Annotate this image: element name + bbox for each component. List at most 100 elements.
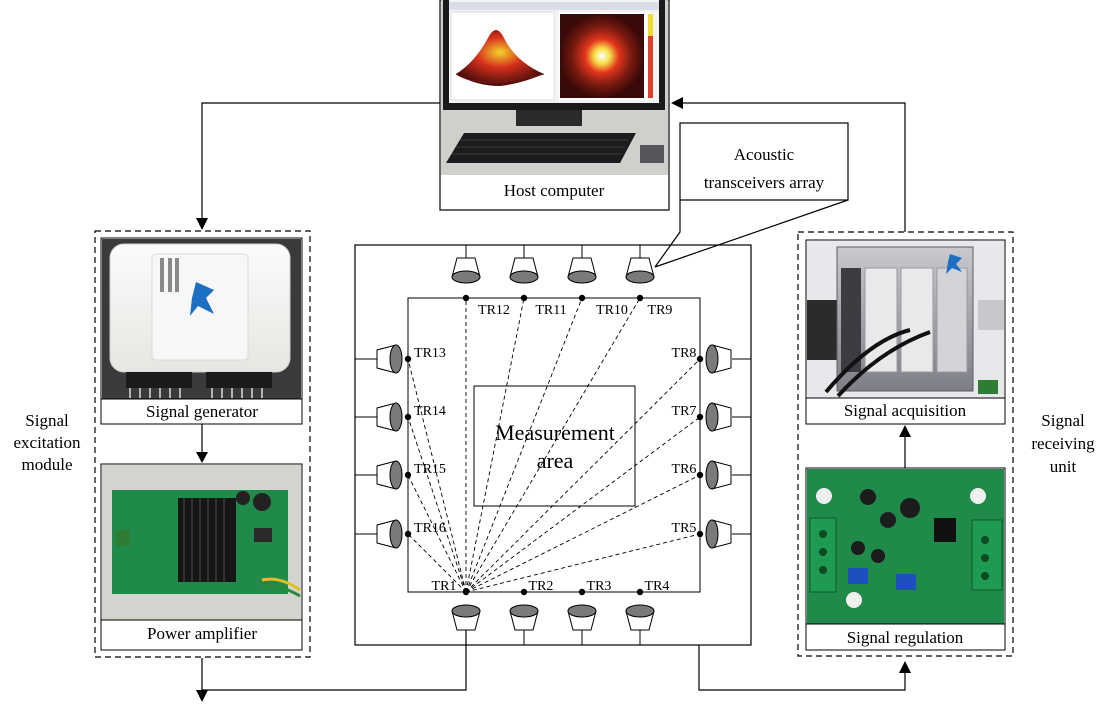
label-tr5: TR5 [672,521,697,536]
label-tr13: TR13 [414,346,446,361]
host-to-generator-line [201,102,440,218]
host-to-generator-arrowhead [196,218,208,230]
transducer-tr6: TR6 [672,460,751,490]
label-tr10: TR10 [596,303,628,318]
signal-acquisition-caption: Signal acquisition [844,401,967,420]
array-outer-frame [354,244,752,646]
signal-flow-connectors [201,102,906,691]
sensor-point-tr12 [462,294,470,302]
excitation-label-line-3: module [22,455,73,474]
callout-box [679,122,849,201]
transducer-tr1: TR1 [432,579,481,645]
label-tr7: TR7 [672,404,697,419]
sensor-point-tr3 [578,588,586,596]
callout-line-2: transceivers array [704,173,825,192]
ray-tr1-tr8 [465,358,701,593]
power-amplifier-photo [102,465,301,620]
measurement-area-line-2: area [537,448,574,473]
callout-pointer-upper [654,200,681,268]
amplifier-to-tr1-arrowhead [196,690,208,702]
transducer-tr9: TR9 [625,245,673,318]
ray-paths [407,297,701,593]
transducer-tr8: TR8 [672,344,751,374]
label-tr16: TR16 [414,521,446,536]
sensor-point-tr2 [520,588,528,596]
array-to-regulation-arrowhead [899,661,911,673]
signal-regulation-caption: Signal regulation [847,628,964,647]
sensor-point-tr1 [462,588,470,596]
array-to-regulation-line [698,645,906,691]
sensor-point-tr10 [578,294,586,302]
acquisition-to-host-arrowhead [671,97,683,109]
transducer-tr11: TR11 [509,245,567,318]
signal-receiving-module: Signal acquisition Signal regulatio [797,231,1095,657]
label-tr3: TR3 [587,579,612,594]
label-tr12: TR12 [478,303,510,318]
transducer-tr7: TR7 [672,402,751,432]
label-tr11: TR11 [535,303,566,318]
callout-line-1: Acoustic [734,145,795,164]
transducer-tr10: TR10 [567,245,628,318]
transducer-tr16: TR16 [355,519,446,549]
transceivers-callout: Acoustic transceivers array [654,122,849,268]
sensor-point-tr14 [404,413,412,421]
label-tr6: TR6 [672,462,697,477]
ray-tr1-tr13 [407,358,467,593]
host-computer-photo [441,0,668,175]
sensor-point-tr11 [520,294,528,302]
excitation-label-line-1: Signal [25,411,69,430]
amplifier-to-tr1-line [201,625,467,691]
transducer-tr12: TR12 [451,245,510,318]
receiving-label-line-2: receiving [1031,434,1095,453]
label-tr1: TR1 [432,579,457,594]
callout-pointer-lower [654,199,849,268]
ray-tr1-tr15 [407,474,467,593]
sensor-point-tr4 [636,588,644,596]
measurement-area-box [473,385,636,507]
host-computer-block: Host computer [439,0,670,211]
ray-tr1-tr5 [465,533,701,593]
label-tr14: TR14 [414,404,446,419]
sensor-point-tr6 [696,471,704,479]
host-computer-caption: Host computer [504,181,605,200]
transducer-tr14: TR14 [355,402,446,432]
signal-acquisition-photo [807,241,1004,398]
label-tr15: TR15 [414,462,446,477]
sensor-point-tr5 [696,530,704,538]
ray-tr1-tr11 [465,297,525,593]
transducer-tr5: TR5 [672,519,751,549]
transducer-tr15: TR15 [355,460,446,490]
ray-tr1-tr9 [465,297,641,593]
transducer-tr13: TR13 [355,344,446,374]
transducer-tr3: TR3 [567,579,612,645]
label-tr2: TR2 [529,579,554,594]
signal-generator-caption: Signal generator [146,402,258,421]
excitation-label-line-2: excitation [13,433,81,452]
label-tr9: TR9 [648,303,673,318]
signal-generator-photo [102,239,301,399]
ray-tr1-tr6 [465,474,701,593]
sensor-point-tr9 [636,294,644,302]
transducers: TR1 TR2 TR3 TR4 TR5 TR6 TR7 TR8 TR9 TR10 TR11 TR12T… [355,245,751,645]
sensor-point-tr7 [696,413,704,421]
receiving-label-line-3: unit [1050,457,1077,476]
sensor-point-tr8 [696,355,704,363]
receiving-module-outline [797,231,1014,657]
sensor-point-tr13 [404,355,412,363]
reg-to-acq-arrow [899,425,911,437]
label-tr8: TR8 [672,346,697,361]
transducer-tr4: TR4 [625,579,670,645]
label-tr4: TR4 [645,579,670,594]
power-amplifier-caption: Power amplifier [147,624,257,643]
signal-regulation-photo [807,469,1004,624]
gen-to-amp-arrow [196,452,208,463]
array-inner-frame [407,297,701,593]
sensor-point-tr15 [404,471,412,479]
ray-tr1-tr14 [407,416,467,593]
transducer-tr2: TR2 [509,579,554,645]
signal-excitation-module: Signal generator Power amplifier Signal [13,230,311,658]
acquisition-to-host-line [683,102,906,232]
receiving-label-line-1: Signal [1041,411,1085,430]
